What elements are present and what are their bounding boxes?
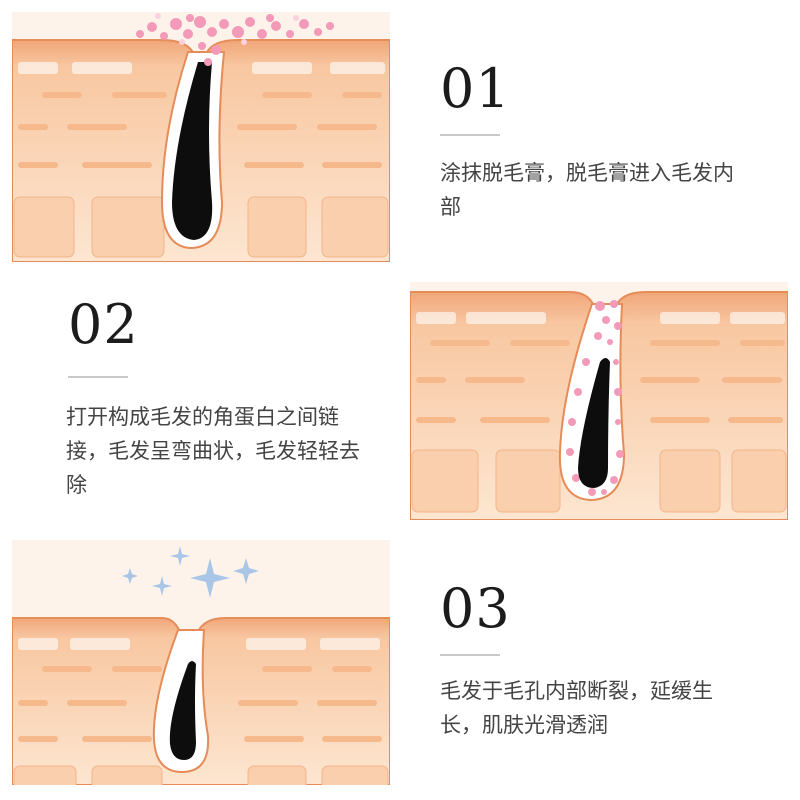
step-2-description: 打开构成毛发的角蛋白之间链接，毛发呈弯曲状，毛发轻轻去除	[66, 405, 360, 497]
hair-strand-icon	[169, 661, 196, 760]
step-3-number: 03	[440, 577, 511, 640]
skin-hair-cream-applied	[12, 12, 390, 262]
hair-strand-icon	[172, 62, 213, 240]
step-1-illustration	[12, 12, 390, 262]
sparkle-icon	[122, 546, 259, 598]
cream-bubbles-icon	[136, 14, 334, 66]
cream-bubbles-icon	[566, 300, 624, 496]
step-2-illustration	[410, 282, 788, 520]
step-3-description: 毛发于毛孔内部断裂，延缓生长，肌肤光滑透润	[440, 679, 713, 737]
step-1-number: 01	[440, 57, 511, 120]
step-1-divider	[440, 134, 500, 136]
skin-hair-bent	[410, 282, 788, 520]
step-1-description: 涂抹脱毛膏，脱毛膏进入毛发内部	[440, 161, 734, 219]
step-2-divider	[68, 376, 128, 378]
step-3-divider	[440, 654, 500, 656]
step-3-illustration	[12, 540, 390, 785]
skin-hair-broken	[12, 540, 390, 785]
step-2-number: 02	[68, 293, 139, 356]
hair-strand-icon	[578, 358, 610, 488]
